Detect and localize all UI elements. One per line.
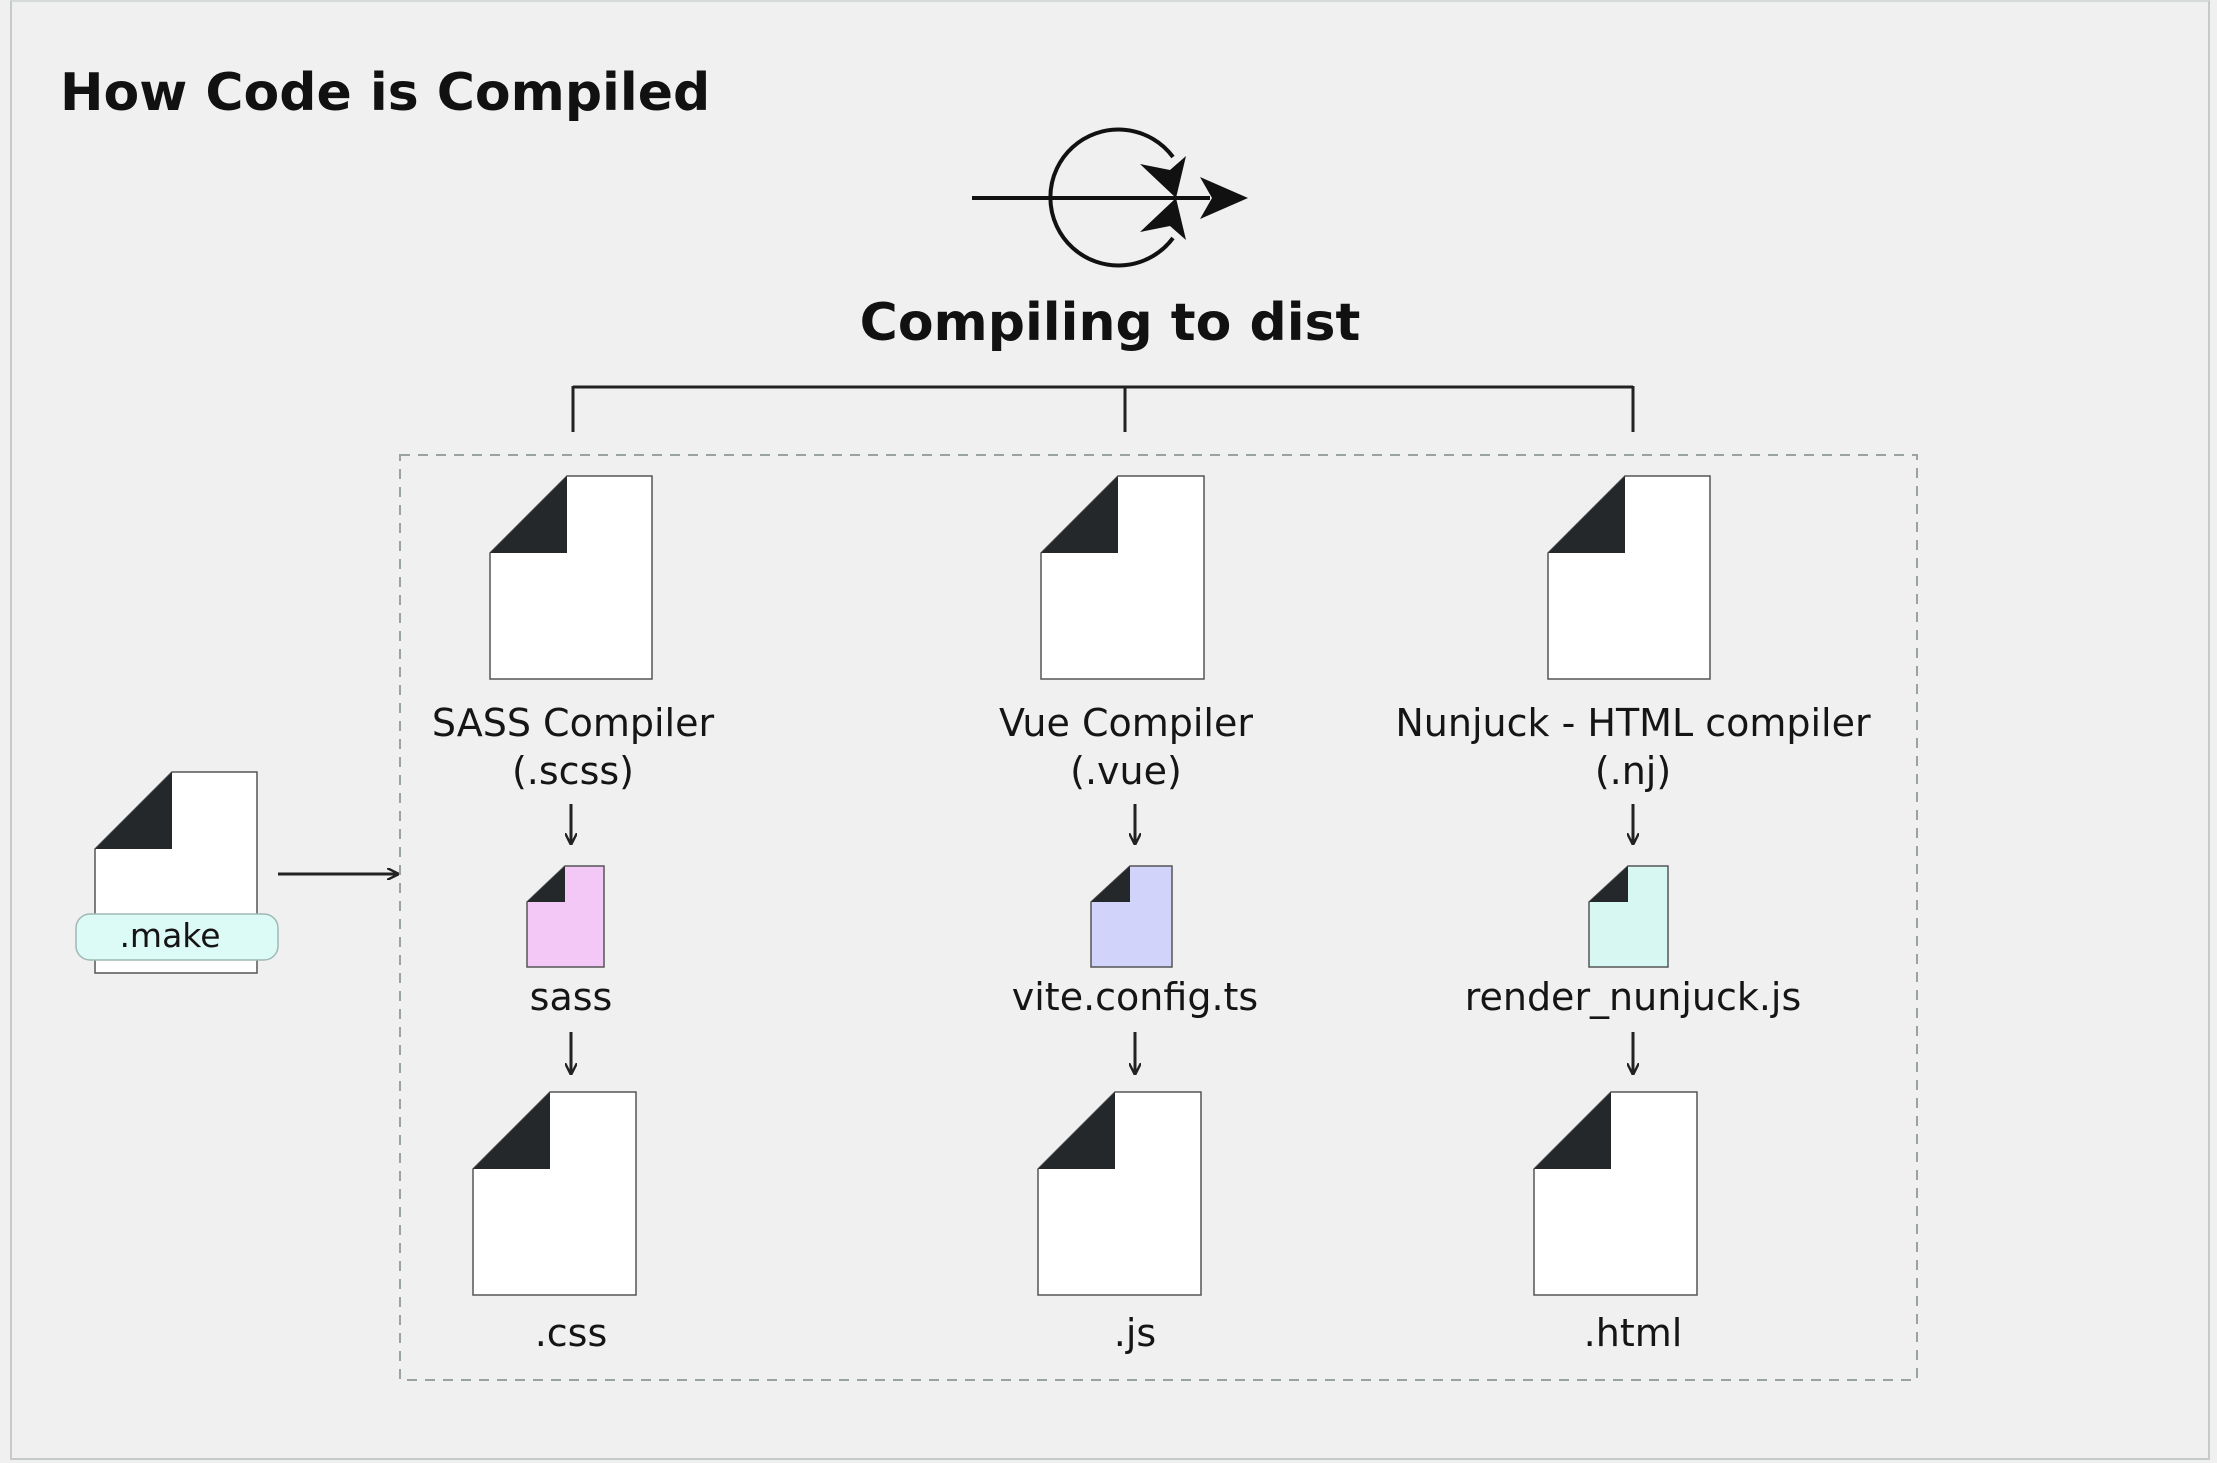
diagram-title: How Code is Compiled (60, 63, 710, 123)
source-label: .make (119, 916, 220, 955)
diagram-frame (10, 0, 2210, 1460)
compiler-file-icon[interactable] (1040, 475, 1205, 680)
compiler-ext: (.vue) (1070, 749, 1182, 793)
output-label: .css (535, 1311, 608, 1355)
compiler-file-icon[interactable] (1547, 475, 1711, 680)
compile-loop-icon (972, 127, 1248, 268)
source-badge (75, 913, 279, 961)
compiler-name: Vue Compiler (999, 701, 1253, 745)
compiler-name: SASS Compiler (432, 701, 715, 745)
output-label: .html (1584, 1311, 1683, 1355)
config-file-icon[interactable] (1588, 865, 1669, 968)
pipeline-sass: SASS Compiler (.scss) sass .css (432, 475, 715, 1355)
output-label: .js (1114, 1311, 1156, 1355)
bracket-connector (571, 385, 1635, 432)
pipeline-vue: Vue Compiler (.vue) vite.config.ts .js (999, 475, 1258, 1355)
output-file-icon[interactable] (1037, 1091, 1202, 1296)
process-label: Compiling to dist (860, 293, 1361, 353)
pipelines-container (399, 454, 1918, 1381)
config-file-icon[interactable] (1090, 865, 1173, 968)
config-label: sass (530, 975, 613, 1019)
source-file[interactable]: .make (75, 771, 279, 974)
config-file-icon[interactable] (526, 865, 605, 968)
compiler-ext: (.nj) (1595, 749, 1671, 793)
output-file-icon[interactable] (1533, 1091, 1698, 1296)
pipeline-nunjuck: Nunjuck - HTML compiler (.nj) render_nun… (1395, 475, 1871, 1355)
compiler-ext: (.scss) (512, 749, 634, 793)
config-label: render_nunjuck.js (1465, 975, 1802, 1019)
config-label: vite.config.ts (1012, 975, 1258, 1019)
compiler-name: Nunjuck - HTML compiler (1395, 701, 1871, 745)
compiler-file-icon[interactable] (489, 475, 653, 680)
output-file-icon[interactable] (472, 1091, 637, 1296)
